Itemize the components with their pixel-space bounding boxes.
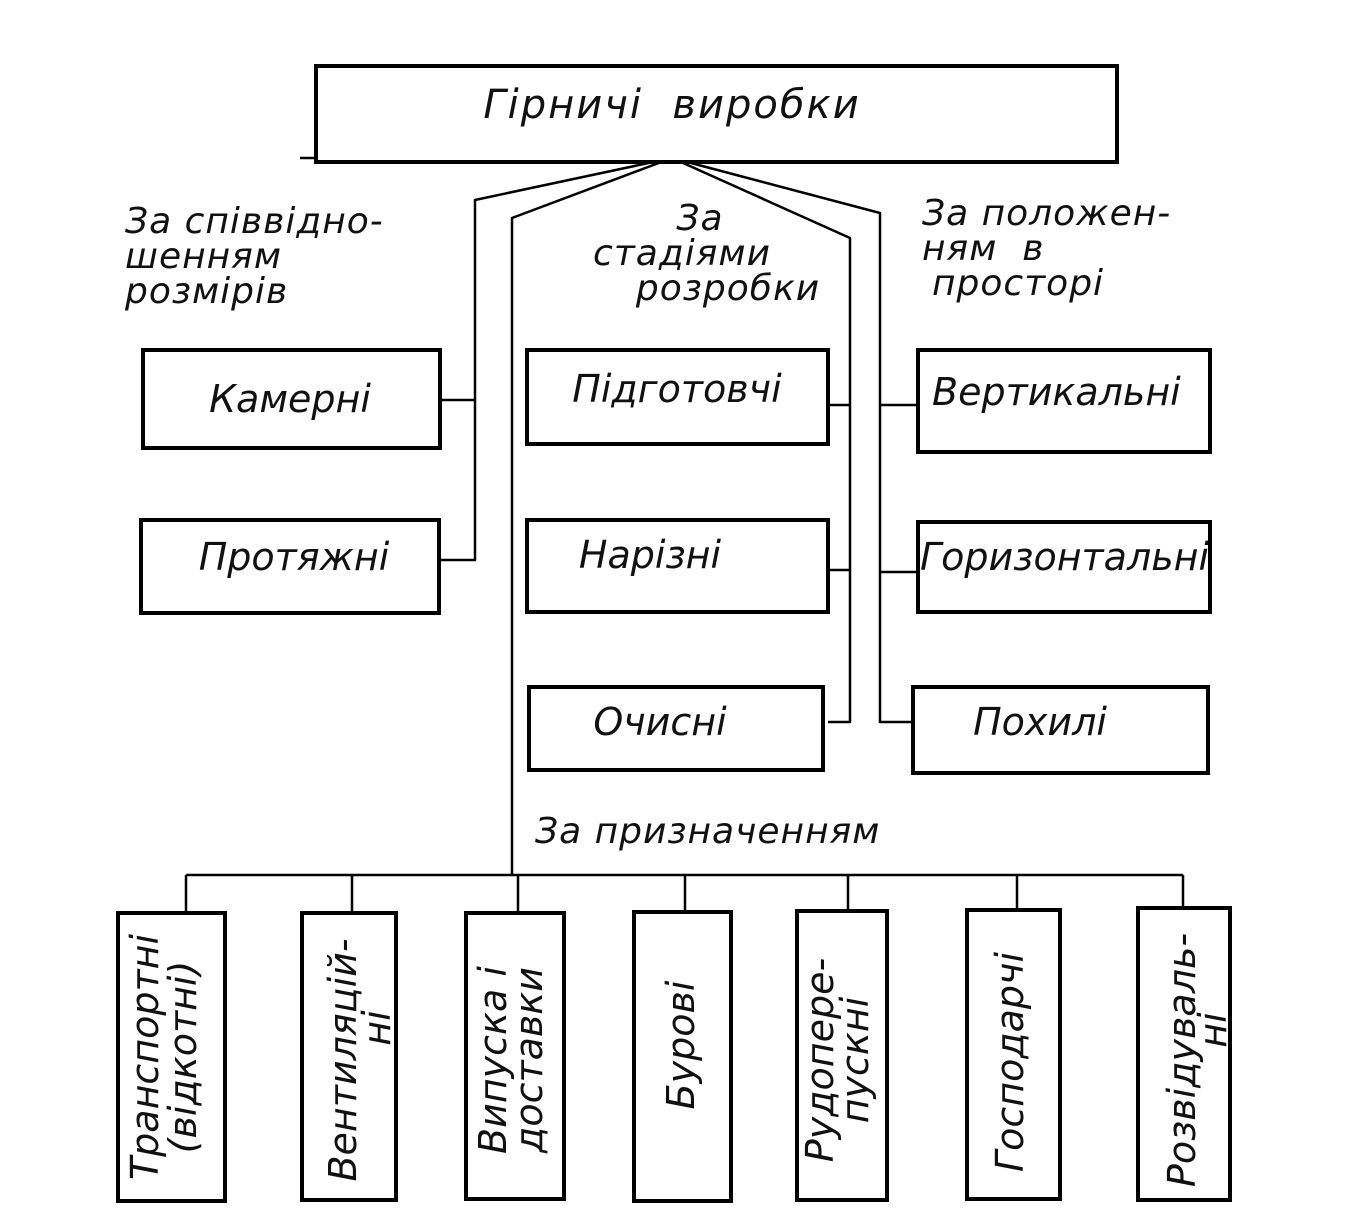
size-item-extended: Протяжні <box>139 518 441 615</box>
purpose-item-label-1: Рудопере- <box>798 958 842 1162</box>
purpose-item-utility: Господарчі <box>965 908 1062 1201</box>
connector-lines <box>184 156 1185 913</box>
root-node: Гірничі виробки <box>314 64 1119 164</box>
purpose-item-release-delivery: Випуска і доставки <box>464 911 566 1201</box>
position-heading-line-2: ням в <box>922 228 1044 269</box>
purpose-item-exploration: Розвідуваль- ні <box>1136 906 1235 1202</box>
size-heading-line-1: За співвідно- <box>125 201 384 242</box>
purpose-heading-line-1: За призначенням <box>535 811 880 852</box>
purpose-group-heading: За призначенням <box>535 811 880 852</box>
purpose-item-label-2: пускні <box>833 996 877 1123</box>
position-item-label: Похилі <box>973 700 1107 744</box>
stage-item-label: Очисні <box>593 700 727 744</box>
purpose-item-ore-pass: Рудопере- пускні <box>795 909 889 1202</box>
stage-item-label: Підготовчі <box>572 367 782 411</box>
stage-group-heading: За стадіями розробки <box>593 198 820 309</box>
purpose-item-label-1: Вентиляцій- <box>321 938 365 1181</box>
purpose-item-label-2: (відкотні) <box>161 961 205 1154</box>
purpose-item-label-1: Господарчі <box>988 952 1032 1173</box>
size-heading-line-2: шенням <box>125 236 282 277</box>
purpose-item-label-1: Бурові <box>659 980 703 1109</box>
position-item-inclined: Похилі <box>911 685 1210 775</box>
stage-item-stoping: Очисні <box>527 685 825 772</box>
position-heading-line-1: За положен- <box>922 193 1171 234</box>
purpose-item-drilling: Бурові <box>632 910 733 1203</box>
position-item-label: Горизонтальні <box>920 535 1209 579</box>
position-heading-line-3: просторі <box>932 263 1104 304</box>
position-group-heading: За положен- ням в просторі <box>922 193 1171 304</box>
purpose-item-label-1: Випуска і <box>471 966 515 1154</box>
stage-item-preparatory: Підготовчі <box>525 348 830 446</box>
purpose-item-label-2: ні <box>355 1010 399 1046</box>
size-branch-line <box>440 156 673 562</box>
purpose-item-label-2: ні <box>1191 1012 1235 1048</box>
position-branch-line <box>671 156 912 724</box>
size-group-heading: За співвідно- шенням розмірів <box>124 201 384 312</box>
size-item-label: Протяжні <box>199 535 390 579</box>
root-label: Гірничі виробки <box>483 82 860 128</box>
size-heading-line-3: розмірів <box>124 271 288 312</box>
position-item-vertical: Вертикальні <box>916 348 1212 454</box>
stage-item-cutting: Нарізні <box>525 518 830 614</box>
stage-heading-line-3: розробки <box>635 268 820 309</box>
stage-item-label: Нарізні <box>579 533 722 577</box>
stage-heading-line-1: За <box>676 198 723 239</box>
purpose-item-label-2: доставки <box>507 967 551 1154</box>
purpose-item-ventilation: Вентиляцій- ні <box>300 911 399 1202</box>
stage-heading-line-2: стадіями <box>593 233 771 274</box>
purpose-item-label-1: Транспортні <box>123 934 167 1181</box>
position-item-label: Вертикальні <box>932 370 1181 414</box>
position-item-horizontal: Горизонтальні <box>916 520 1212 614</box>
stage-branch-line <box>671 156 852 724</box>
purpose-branch-line <box>510 156 673 875</box>
size-item-chamber: Камерні <box>141 348 442 450</box>
purpose-item-label-1: Розвідуваль- <box>1160 933 1204 1187</box>
purpose-item-transport: Транспортні (відкотні) <box>116 911 227 1203</box>
size-item-label: Камерні <box>209 377 371 421</box>
